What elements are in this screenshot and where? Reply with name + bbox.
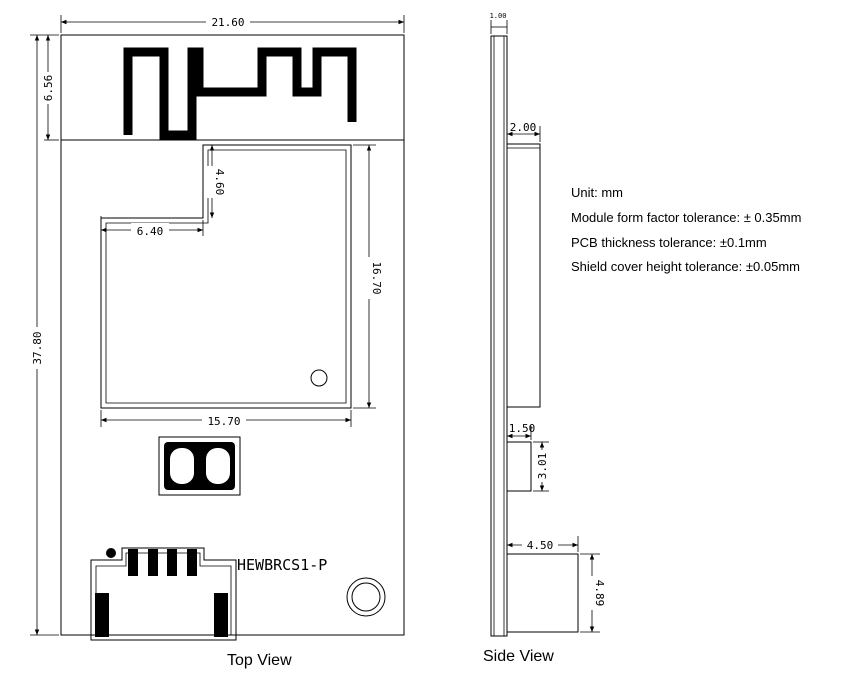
mounting-hole-outer	[346, 577, 386, 617]
note-pcb-thickness-tolerance: PCB thickness tolerance: ±0.1mm	[571, 235, 767, 250]
shield-can-inner-outline	[105, 149, 347, 404]
dim-notch-width: 6.40	[137, 225, 164, 238]
top-view: 21.60 37.80 6.56 16.70 15.70 6.40 4	[30, 14, 405, 669]
side-button-component	[506, 441, 532, 492]
module-label: HEWBRCS1-P	[237, 556, 327, 574]
connector-pin-4	[187, 549, 197, 576]
dim-pcb-thickness: 1.00	[490, 12, 507, 20]
side-view-caption: Side View	[483, 648, 554, 665]
pcb-antenna-trace	[123, 47, 357, 140]
connector-inner-outline	[95, 552, 232, 636]
note-unit: Unit: mm	[571, 185, 623, 200]
connector-mount-right	[214, 593, 228, 637]
notes: Unit: mm Module form factor tolerance: ±…	[571, 185, 801, 274]
dim-antenna-height: 6.56	[42, 75, 55, 102]
dim-width: 21.60	[211, 16, 244, 29]
button-actuator-right	[206, 448, 230, 484]
pin1-marker	[310, 369, 328, 387]
note-shield-height-tolerance: Shield cover height tolerance: ±0.05mm	[571, 259, 800, 274]
button-component-outline	[158, 436, 241, 496]
connector-pin-2	[148, 549, 158, 576]
connector-mount-left	[95, 593, 109, 637]
dim-shield-width: 15.70	[207, 415, 240, 428]
dim-shield-height: 16.70	[370, 261, 383, 294]
top-view-caption: Top View	[227, 652, 292, 669]
connector-pin1-dot	[106, 548, 116, 558]
dim-shield-side-height: 2.00	[510, 121, 537, 134]
mounting-hole-inner	[351, 582, 381, 612]
dim-connector-length: 4.89	[593, 580, 606, 607]
connector-pin-3	[167, 549, 177, 576]
dim-connector-height: 4.50	[527, 539, 554, 552]
side-connector	[506, 553, 579, 633]
side-shield-can	[506, 143, 541, 408]
dim-button-length: 3.01	[536, 453, 549, 480]
dim-height: 37.80	[31, 331, 44, 364]
note-form-factor-tolerance: Module form factor tolerance: ± 0.35mm	[571, 210, 801, 225]
connector-outline	[90, 547, 237, 641]
connector-pin-1	[128, 549, 138, 576]
shield-can-outline	[100, 144, 352, 409]
button-actuator-left	[170, 448, 194, 484]
pcb-outline	[60, 34, 405, 636]
dim-notch-height: 4.60	[213, 169, 226, 196]
dim-button-height: 1.50	[509, 422, 536, 435]
side-pcb	[490, 35, 508, 637]
side-view: 1.00 2.00 1.50 3.01 4.50 4.89 Side View	[483, 12, 606, 665]
